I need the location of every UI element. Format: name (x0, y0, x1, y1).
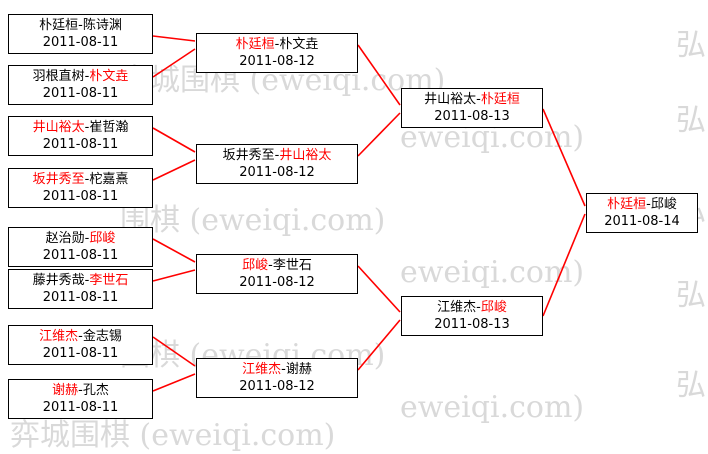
match-date: 2011-08-14 (604, 214, 680, 229)
match-players: 谢赫-孔杰 (9, 382, 152, 399)
watermark-text: 弘 (676, 278, 706, 313)
match-players: 藤井秀哉-李世石 (9, 272, 152, 289)
player-left: 井山裕太 (32, 120, 85, 135)
match-box-r1m1[interactable]: 朴廷桓-陈诗渊 2011-08-11 (8, 14, 153, 54)
match-players: 朴廷桓-陈诗渊 (9, 17, 152, 34)
player-left: 邱峻 (242, 258, 269, 273)
match-box-r3m2[interactable]: 江维杰-邱峻 2011-08-13 (401, 296, 543, 336)
player-right: 李世石 (89, 273, 129, 288)
match-box-r1m6[interactable]: 藤井秀哉-李世石 2011-08-11 (8, 269, 153, 309)
match-players: 江维杰-谢赫 (197, 361, 357, 378)
match-date: 2011-08-12 (239, 275, 315, 290)
watermark-text: 弘 (676, 103, 706, 138)
match-box-r1m8[interactable]: 谢赫-孔杰 2011-08-11 (8, 379, 153, 419)
match-players: 邱峻-李世石 (197, 257, 357, 274)
player-separator: - (84, 231, 90, 246)
player-separator: - (646, 197, 651, 212)
match-box-r1m3[interactable]: 井山裕太-崔哲瀚 2011-08-11 (8, 116, 153, 156)
player-right: 柁嘉熹 (89, 172, 129, 187)
player-right: 朴文垚 (89, 69, 129, 84)
player-left: 羽根直树 (32, 69, 85, 84)
match-players: 江维杰-邱峻 (402, 299, 542, 316)
player-separator: - (274, 37, 280, 52)
player-left: 坂井秀至 (32, 172, 85, 187)
player-left: 朴廷桓 (39, 18, 79, 33)
match-date: 2011-08-13 (434, 109, 510, 124)
match-box-r2m3[interactable]: 邱峻-李世石 2011-08-12 (196, 254, 358, 294)
player-separator: - (84, 69, 90, 84)
player-right: 孔杰 (82, 383, 109, 398)
player-right: 谢赫 (285, 362, 312, 377)
match-players: 井山裕太-朴廷桓 (402, 91, 542, 108)
player-separator: - (84, 120, 90, 135)
player-right: 金志锡 (82, 329, 122, 344)
player-separator: - (281, 362, 286, 377)
player-left: 朴廷桓 (235, 37, 275, 52)
player-left: 朴廷桓 (607, 197, 647, 212)
match-box-r3m1[interactable]: 井山裕太-朴廷桓 2011-08-13 (401, 88, 543, 128)
match-box-r1m4[interactable]: 坂井秀至-柁嘉熹 2011-08-11 (8, 168, 153, 208)
player-separator: - (84, 273, 90, 288)
match-box-r2m2[interactable]: 坂井秀至-井山裕太 2011-08-12 (196, 144, 358, 184)
player-left: 江维杰 (437, 300, 477, 315)
match-box-r1m7[interactable]: 江维杰-金志锡 2011-08-11 (8, 325, 153, 365)
match-date: 2011-08-11 (42, 35, 119, 50)
player-left: 谢赫 (52, 383, 79, 398)
match-players: 朴廷桓-邱峻 (587, 196, 697, 213)
player-separator: - (476, 300, 481, 315)
match-date: 2011-08-13 (434, 317, 510, 332)
match-box-r1m2[interactable]: 羽根直树-朴文垚 2011-08-11 (8, 65, 153, 105)
player-separator: - (78, 383, 83, 398)
match-date: 2011-08-12 (239, 379, 315, 394)
match-date: 2011-08-11 (42, 189, 119, 204)
player-separator: - (274, 148, 280, 163)
match-players: 赵治勋-邱峻 (9, 230, 152, 247)
watermark-text: 弘 (676, 28, 706, 63)
player-separator: - (78, 18, 83, 33)
player-separator: - (84, 172, 90, 187)
player-separator: - (268, 258, 273, 273)
player-right: 邱峻 (89, 231, 116, 246)
match-players: 羽根直树-朴文垚 (9, 68, 152, 85)
match-date: 2011-08-11 (42, 137, 119, 152)
player-left: 江维杰 (242, 362, 282, 377)
match-players: 坂井秀至-柁嘉熹 (9, 171, 152, 188)
player-right: 李世石 (272, 258, 312, 273)
match-date: 2011-08-12 (239, 165, 315, 180)
player-separator: - (78, 329, 83, 344)
match-date: 2011-08-11 (42, 248, 119, 263)
match-date: 2011-08-11 (42, 290, 119, 305)
match-box-r2m4[interactable]: 江维杰-谢赫 2011-08-12 (196, 358, 358, 398)
match-players: 井山裕太-崔哲瀚 (9, 119, 152, 136)
match-box-r2m1[interactable]: 朴廷桓-朴文垚 2011-08-12 (196, 33, 358, 73)
match-players: 江维杰-金志锡 (9, 328, 152, 345)
player-separator: - (476, 92, 481, 107)
match-date: 2011-08-11 (42, 400, 119, 415)
player-right: 陈诗渊 (82, 18, 122, 33)
player-right: 朴文垚 (279, 37, 319, 52)
match-date: 2011-08-11 (42, 346, 119, 361)
watermark-text: eweiqi.com) (400, 390, 585, 425)
match-box-final[interactable]: 朴廷桓-邱峻 2011-08-14 (586, 193, 698, 233)
player-right: 邱峻 (480, 300, 507, 315)
watermark-text: 弘 (676, 368, 706, 403)
player-left: 赵治勋 (45, 231, 85, 246)
match-date: 2011-08-12 (239, 54, 315, 69)
player-right: 崔哲瀚 (89, 120, 129, 135)
player-right: 朴廷桓 (480, 92, 520, 107)
match-box-r1m5[interactable]: 赵治勋-邱峻 2011-08-11 (8, 227, 153, 267)
player-left: 江维杰 (39, 329, 79, 344)
player-left: 井山裕太 (424, 92, 477, 107)
match-players: 朴廷桓-朴文垚 (197, 36, 357, 53)
player-left: 藤井秀哉 (32, 273, 85, 288)
player-right: 井山裕太 (279, 148, 332, 163)
watermark-text: 围棋 (eweiqi.com) (120, 203, 386, 238)
tournament-bracket: 弘弈城围棋 (eweiqi.com)eweiqi.com)弘围棋 (eweiqi… (8, 14, 706, 453)
watermark-text: eweiqi.com) (400, 255, 585, 290)
player-left: 坂井秀至 (222, 148, 275, 163)
match-players: 坂井秀至-井山裕太 (197, 147, 357, 164)
match-date: 2011-08-11 (42, 86, 119, 101)
player-right: 邱峻 (650, 197, 677, 212)
